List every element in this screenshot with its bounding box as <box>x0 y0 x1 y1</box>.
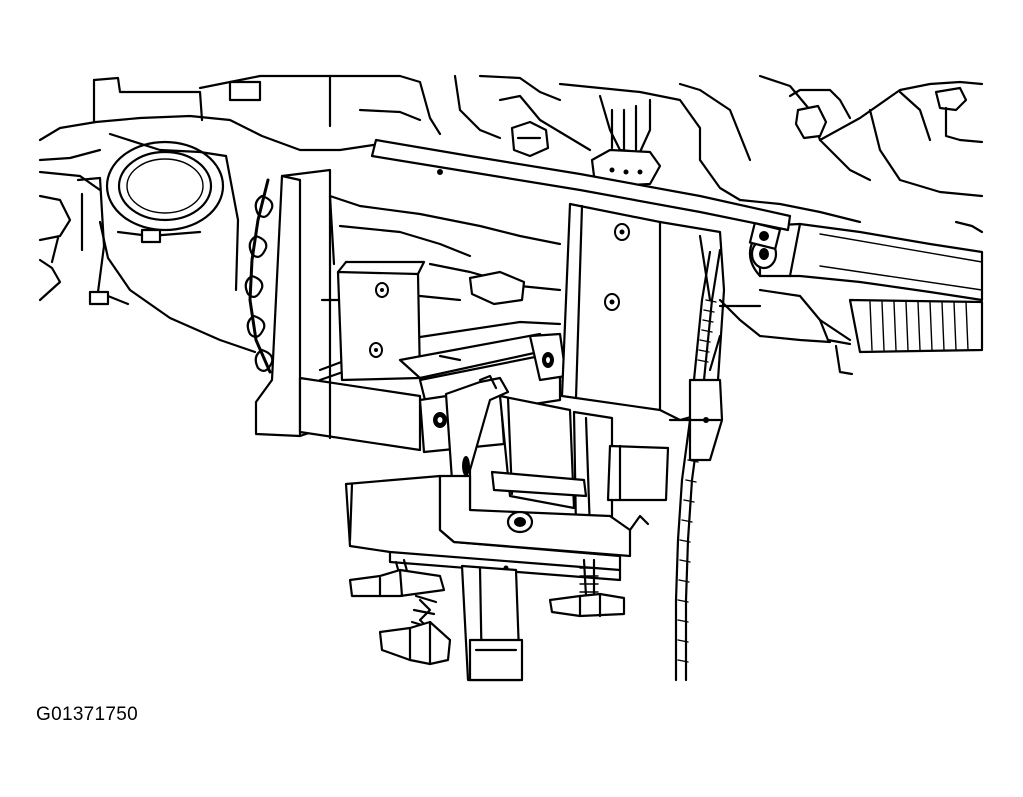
fixture-left-plate <box>320 260 426 382</box>
background-detail-lines <box>328 194 762 422</box>
adjusting-screws <box>348 558 626 666</box>
fixture-right-plate <box>560 202 726 422</box>
safety-chain <box>244 178 274 374</box>
hydraulic-hose <box>674 248 724 682</box>
bellhousing-area <box>38 74 382 354</box>
jack-saddle <box>344 474 650 582</box>
figure-id-label: G01371750 <box>36 704 139 725</box>
jack-column <box>460 564 524 682</box>
transmission-case <box>328 74 752 202</box>
muffler-ribs <box>869 301 969 351</box>
fixture-top-rail <box>370 138 792 250</box>
crossmember-area <box>718 74 984 376</box>
